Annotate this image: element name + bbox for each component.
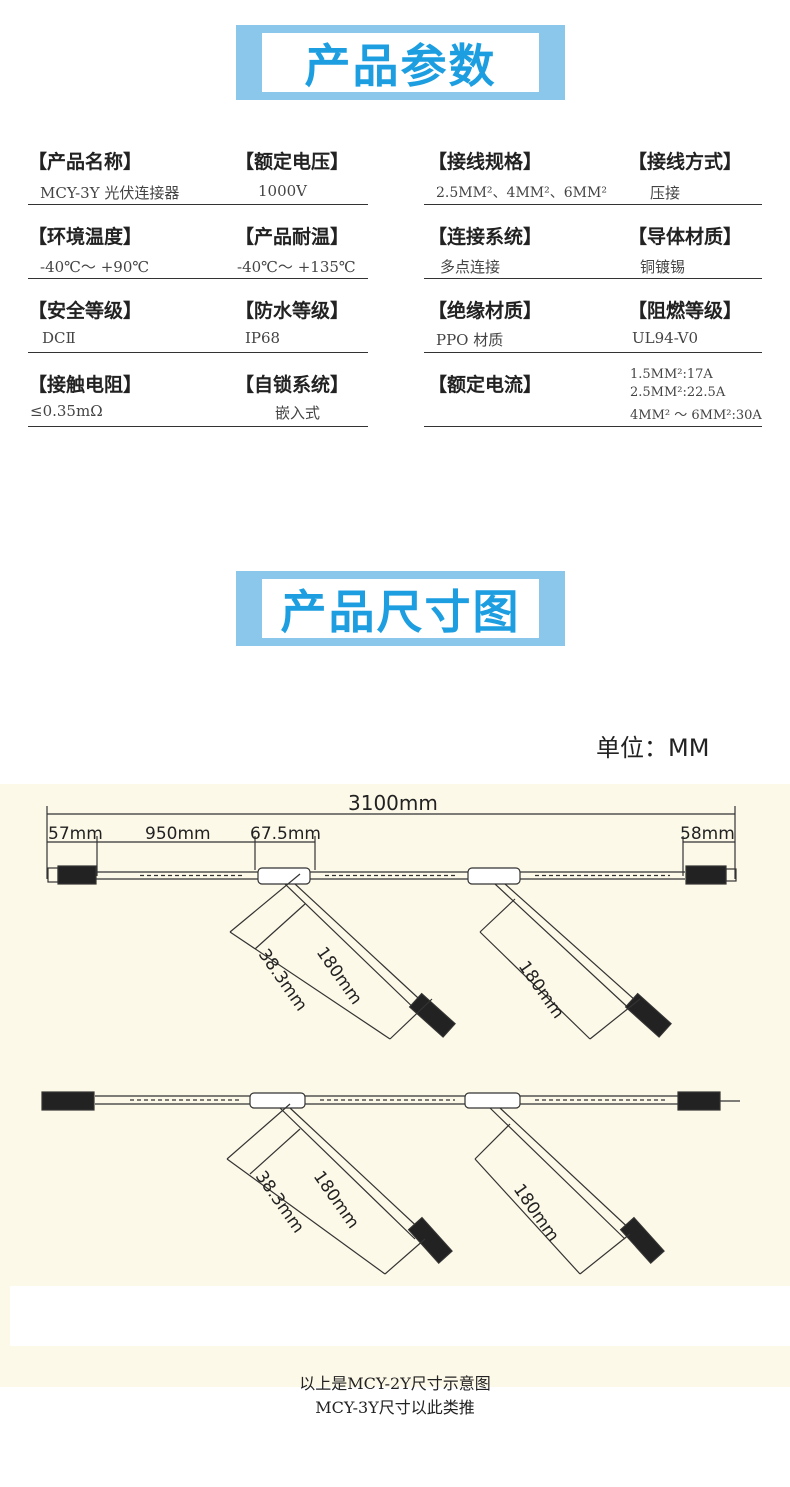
params-banner: 产品参数: [236, 25, 565, 100]
params-title: 产品参数: [304, 38, 497, 93]
dim-branch-label: 180mm: [514, 957, 568, 1022]
params-banner-inner: 产品参数: [262, 33, 539, 93]
connector-right-icon: [677, 1091, 721, 1111]
row-divider: [28, 204, 368, 205]
spec-value-rated-current-2: 2.5MM²:22.5A: [630, 385, 726, 400]
spec-label-ambient-temp: 【环境温度】: [28, 226, 143, 248]
spec-label-wiring-method: 【接线方式】: [628, 151, 743, 173]
spec-label-conductor: 【导体材质】: [628, 226, 743, 248]
spec-value-contact-resistance: ≤0.35mΩ: [30, 402, 103, 420]
spec-label-contact-resistance: 【接触电阻】: [28, 374, 143, 396]
dims-banner: 产品尺寸图: [236, 571, 565, 646]
row-divider: [28, 426, 368, 427]
connector-left-icon: [57, 865, 97, 885]
unit-label: 单位：MM: [596, 734, 710, 762]
spec-value-rated-current-1: 1.5MM²:17A: [630, 367, 713, 382]
branch-node-icon: [467, 867, 521, 885]
spec-value-rated-voltage: 1000V: [258, 182, 308, 200]
spec-label-rated-voltage: 【额定电压】: [235, 151, 350, 173]
row-divider: [28, 278, 368, 279]
connector-left-icon: [41, 1091, 95, 1111]
row-divider: [424, 426, 762, 427]
dim-branch-label: 180mm: [309, 1167, 363, 1232]
dim-right-end-label: 58mm: [680, 824, 735, 844]
spec-label-waterproof: 【防水等级】: [235, 300, 350, 322]
branch-connector-icon: [619, 1216, 665, 1264]
row-divider: [424, 278, 762, 279]
spec-value-connection-system: 多点连接: [440, 258, 501, 276]
spec-value-safety-class: DCⅡ: [42, 329, 76, 347]
dimension-drawing: 3100mm 57mm 950mm 67.5mm 58mm 38.3mm 180…: [41, 791, 740, 1275]
spec-label-rated-current: 【额定电流】: [428, 374, 543, 396]
spec-label-temp-resistance: 【产品耐温】: [235, 226, 350, 248]
branch-connector-icon: [408, 992, 456, 1038]
spec-label-flame-class: 【阻燃等级】: [628, 300, 743, 322]
row-divider: [28, 352, 368, 353]
spec-label-wire-spec: 【接线规格】: [428, 151, 543, 173]
spec-label-safety-class: 【安全等级】: [28, 300, 143, 322]
branch-node-icon: [464, 1092, 521, 1109]
spec-label-product-name: 【产品名称】: [28, 151, 143, 173]
dim-total-label: 3100mm: [348, 791, 438, 815]
branch-connector-icon: [624, 992, 672, 1038]
dims-title: 产品尺寸图: [280, 584, 521, 639]
dim-segment-label: 950mm: [145, 824, 211, 844]
spec-value-rated-current-3: 4MM² ～ 6MM²:30A: [630, 408, 762, 423]
branch-node-icon: [257, 867, 311, 885]
caption-line-2: MCY-3Y尺寸以此类推: [315, 1398, 475, 1417]
spec-label-self-lock: 【自锁系统】: [235, 374, 350, 396]
dim-branch-label: 180mm: [312, 943, 366, 1008]
spec-value-insulation: PPO 材质: [436, 331, 504, 349]
dim-left-end-label: 57mm: [48, 824, 103, 844]
spec-value-self-lock: 嵌入式: [275, 404, 321, 422]
spec-value-ambient-temp: -40℃～ +90℃: [40, 258, 150, 276]
dim-offset-label: 38.3mm: [251, 1167, 308, 1237]
spec-value-wiring-method: 压接: [650, 184, 681, 202]
spec-value-waterproof: IP68: [245, 329, 281, 347]
spec-label-insulation: 【绝缘材质】: [428, 300, 543, 322]
row-divider: [424, 204, 762, 205]
spec-value-product-name: MCY-3Y 光伏连接器: [40, 184, 180, 202]
branch-node-icon: [249, 1092, 306, 1109]
row-divider: [424, 352, 762, 353]
spec-value-conductor: 铜镀锡: [640, 258, 686, 276]
caption-line-1: 以上是MCY-2Y尺寸示意图: [299, 1374, 491, 1393]
dims-banner-inner: 产品尺寸图: [262, 579, 539, 639]
spec-value-flame-class: UL94-V0: [632, 329, 699, 347]
branch-connector-icon: [407, 1216, 453, 1264]
blank-note-box: [10, 1286, 790, 1346]
spec-label-connection-system: 【连接系统】: [428, 226, 543, 248]
dim-branch-gap-label: 67.5mm: [250, 824, 321, 844]
connector-right-icon: [685, 865, 727, 885]
spec-value-temp-resistance: -40℃～ +135℃: [237, 258, 356, 276]
spec-value-wire-spec: 2.5MM²、4MM²、6MM²: [436, 185, 607, 201]
dim-branch-label: 180mm: [509, 1180, 563, 1245]
